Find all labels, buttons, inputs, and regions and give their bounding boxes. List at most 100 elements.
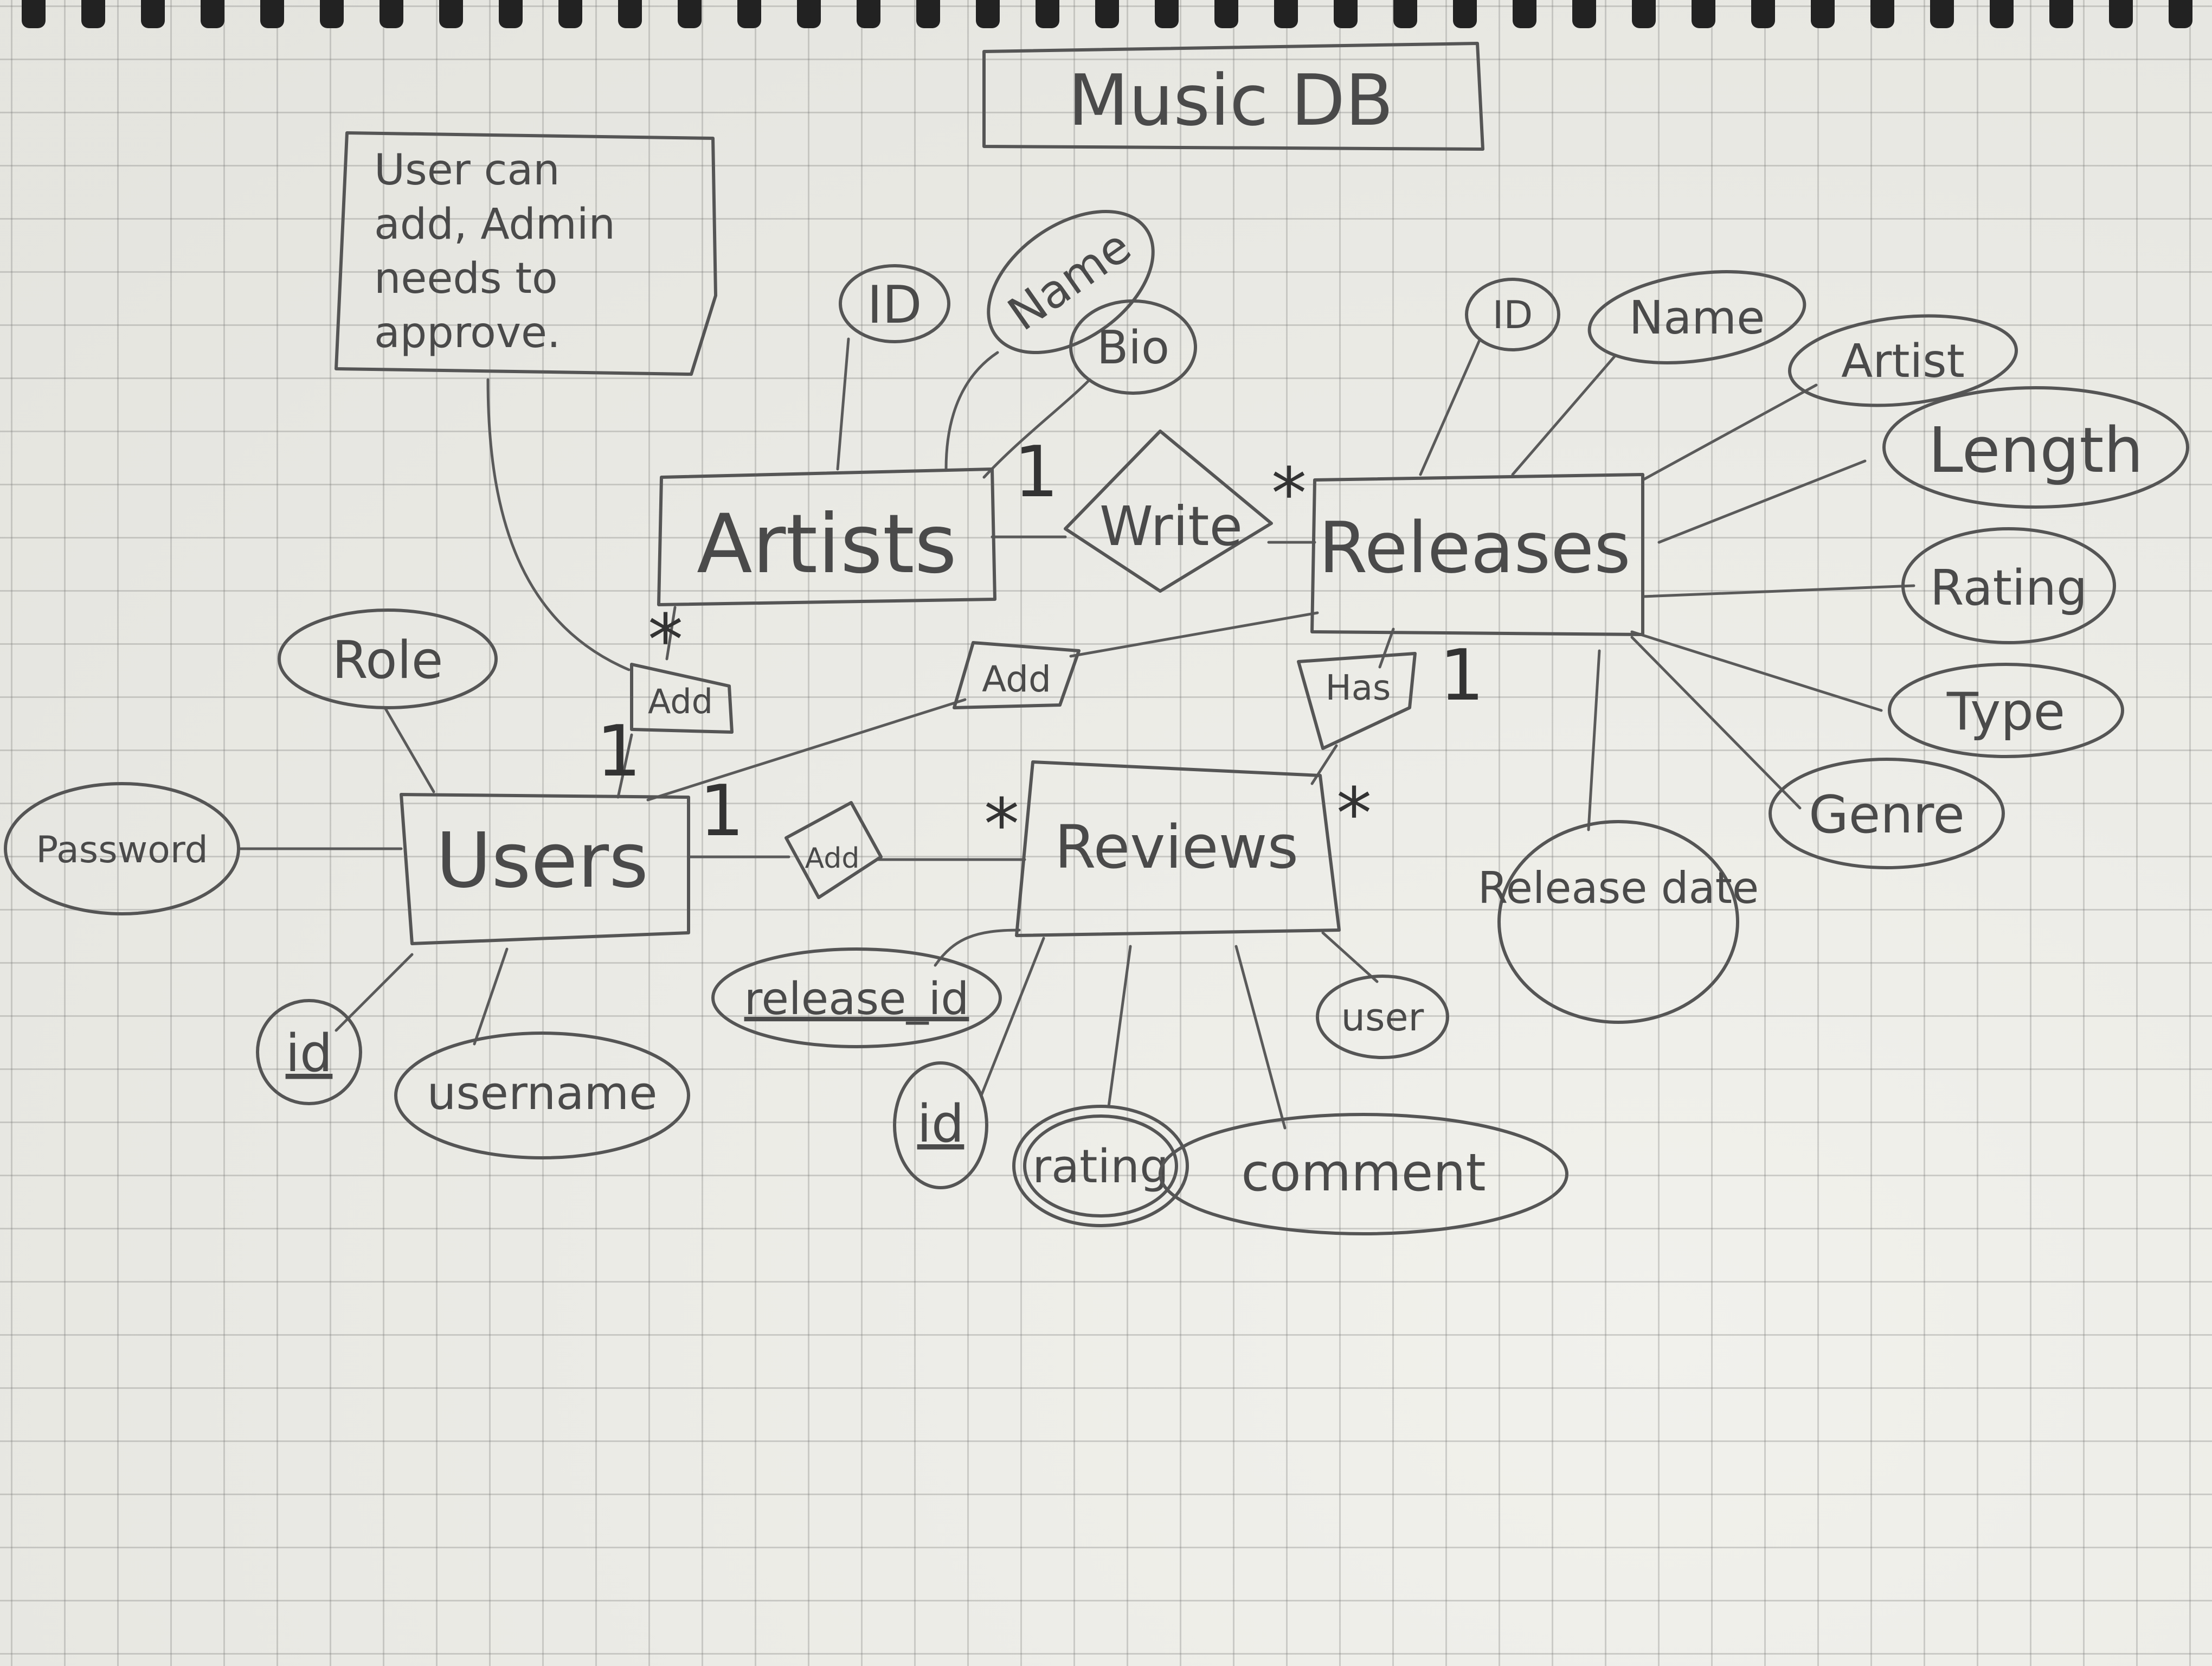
attribute-ellipse (4, 782, 240, 915)
relationship-add-review: Add (785, 801, 883, 899)
attr-reviews-release-id: release_id (711, 947, 1002, 1048)
connector-releases-artist (1641, 383, 1818, 482)
attribute-ellipse (1901, 527, 2116, 644)
attr-users-username: username (394, 1031, 690, 1159)
spiral-ring (678, 0, 702, 28)
entity-box (657, 467, 996, 606)
entity-label: Reviews (1054, 812, 1298, 882)
entity-box (1015, 760, 1341, 937)
connector-releases-release-date (1587, 649, 1601, 831)
attr-releases-length: Length (1882, 386, 2189, 509)
connector-releases-has (1378, 627, 1395, 669)
relationship-diamond (953, 641, 1081, 709)
spiral-ring (380, 0, 403, 28)
spiral-ring (737, 0, 761, 28)
attribute-label: Role (332, 631, 443, 690)
spiral-ring (558, 0, 582, 28)
spiral-ring (1692, 0, 1715, 28)
spiral-ring (2169, 0, 2192, 28)
attribute-ellipse (1888, 663, 2124, 758)
attribute-ellipse (1316, 975, 1449, 1059)
spiral-ring (1274, 0, 1298, 28)
entity-label: Users (436, 817, 648, 905)
connector-reviews-id (980, 937, 1045, 1097)
attribute-ellipse (256, 999, 362, 1105)
spiral-ring (1513, 0, 1536, 28)
cardinality-label: 1 (1014, 431, 1059, 513)
spiral-ring (857, 0, 880, 28)
spiral-ring (320, 0, 344, 28)
attr-users-password: Password (4, 782, 240, 915)
connector-artists-id (836, 337, 850, 471)
attr-releases-artist: Artist (1787, 314, 2018, 407)
note-line: add, Admin (374, 200, 615, 249)
attribute-label: Length (1928, 414, 2144, 487)
connectors (237, 337, 1915, 1130)
attribute-ellipse (1769, 758, 2005, 869)
connector-releases-rating (1641, 584, 1915, 598)
spiral-ring (1751, 0, 1775, 28)
spiral-ring (1990, 0, 2014, 28)
cardinality-label: 1 (1439, 634, 1484, 716)
relationship-diamond (1297, 652, 1417, 750)
entity-box (1310, 473, 1644, 636)
attribute-ellipse (1882, 386, 2189, 509)
attribute-ellipse (1159, 1113, 1568, 1235)
title-box: Music DB (982, 42, 1484, 151)
connector-note-add (486, 378, 631, 671)
cardinality-label: 1 (596, 710, 641, 792)
attribute-ellipse (893, 1061, 988, 1189)
attribute-ellipse (1497, 820, 1739, 1024)
cardinality-label: 1 (699, 770, 744, 852)
spiral-ring (1632, 0, 1656, 28)
entity-users: Users (400, 793, 690, 945)
title-frame (982, 42, 1484, 151)
attribute-ellipse (1587, 270, 1806, 364)
relationship-has: Has (1297, 652, 1417, 750)
attr-reviews-user: user (1316, 975, 1449, 1059)
cardinality-label: * (1271, 452, 1307, 535)
attribute-ellipse (1787, 314, 2018, 407)
spiral-ring (439, 0, 463, 28)
spiral-ring (916, 0, 940, 28)
attribute-ellipse (987, 209, 1155, 355)
connector-users-add-release (646, 698, 967, 802)
note-line: approve. (374, 309, 561, 357)
attr-artists-bio: Bio (1069, 299, 1197, 395)
connector-releases-name (1511, 354, 1617, 476)
spiral-ring (141, 0, 165, 28)
attr-reviews-id: id (893, 1061, 988, 1189)
connector-reviews-release-id (934, 928, 1021, 967)
attr-reviews-rating: rating (1012, 1105, 1189, 1227)
spiral-ring (797, 0, 821, 28)
connector-artists-add (665, 606, 677, 661)
spiral-ring (22, 0, 46, 28)
connector-releases-genre (1630, 636, 1802, 810)
connector-users-username (473, 947, 509, 1046)
cardinality-label: * (984, 783, 1019, 866)
attr-releases-genre: Genre (1769, 758, 2005, 869)
attr-releases-type: Type (1888, 663, 2124, 758)
note-line: needs to (374, 254, 558, 303)
attribute-label: Password (36, 829, 208, 872)
spiral-ring (2049, 0, 2073, 28)
spiral-ring (2109, 0, 2133, 28)
cardinality-label: * (648, 599, 683, 681)
attr-releases-name: Name (1587, 270, 1806, 364)
spiral-ring (1334, 0, 1358, 28)
attr-releases-id: ID (1465, 278, 1560, 351)
attr-artists-id: ID (839, 264, 950, 343)
attribute-label: Rating (1930, 560, 2087, 617)
attribute-label: Bio (1097, 321, 1169, 375)
entity-artists: Artists (657, 467, 996, 606)
relationship-label: Add (648, 682, 713, 721)
attribute-ellipse-inner (1023, 1114, 1178, 1218)
relationship-label: Write (1099, 495, 1243, 558)
cardinalities: 1 * * 1 1 * 1 * (596, 431, 1484, 866)
spiral-ring (1393, 0, 1417, 28)
attr-releases-rating: Rating (1901, 527, 2116, 644)
spiral-ring (1036, 0, 1059, 28)
spiral-ring (260, 0, 284, 28)
